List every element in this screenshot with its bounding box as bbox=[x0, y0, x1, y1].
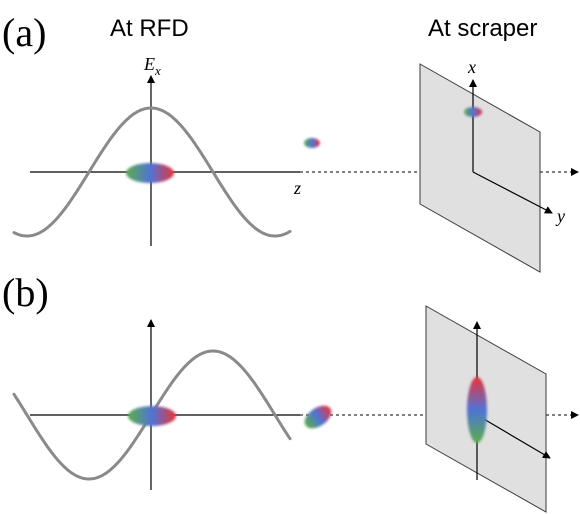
title-at-rfd: At RFD bbox=[110, 15, 189, 42]
scraper-y-axis-b bbox=[476, 414, 551, 459]
field-axis-label-a: Ex bbox=[143, 54, 161, 78]
scraper-plane-a bbox=[419, 63, 541, 273]
bunch-in-transit-a bbox=[304, 138, 320, 148]
panel-a-label: (a) bbox=[2, 10, 46, 55]
scraper-x-label-a: x bbox=[467, 57, 476, 77]
bunch-on-scraper-b bbox=[467, 377, 487, 443]
bunch-on-scraper-a bbox=[464, 107, 482, 117]
title-at-scraper: At scraper bbox=[428, 15, 537, 42]
beamline-arrow-b bbox=[571, 411, 579, 419]
rf-field-cosine-wave bbox=[12, 106, 292, 238]
scraper-y-label-a: y bbox=[555, 206, 565, 226]
bunch-at-rfd-b bbox=[128, 406, 176, 426]
bunch-in-transit-b bbox=[304, 405, 332, 429]
z-axis-label-a: z bbox=[293, 178, 301, 198]
beamline-arrow-a bbox=[571, 168, 579, 176]
scraper-y-axis-a bbox=[472, 171, 553, 214]
panel-a: (a) At RFD At scraper Ex z x y bbox=[2, 10, 579, 273]
panel-b: (b) bbox=[2, 270, 579, 513]
bunch-at-rfd-a bbox=[126, 163, 174, 183]
panel-b-label: (b) bbox=[2, 270, 49, 315]
